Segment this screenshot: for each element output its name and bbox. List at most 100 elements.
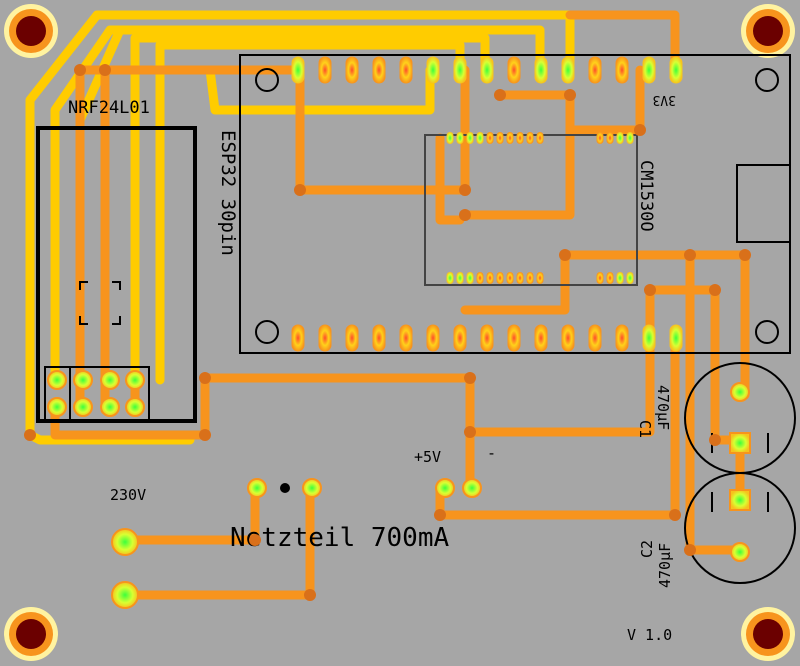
- via: [709, 434, 721, 446]
- mount-hole-top-right: [741, 4, 795, 58]
- chip-bottom-pin-pad: [516, 272, 524, 284]
- via: [669, 509, 681, 521]
- nrf-pin-pad: [125, 370, 145, 390]
- via: [24, 429, 36, 441]
- via: [709, 284, 721, 296]
- via: [684, 249, 696, 261]
- board-version: V 1.0: [627, 626, 672, 644]
- esp-top-pin-pad: [561, 56, 575, 84]
- chip-bottom-pin-pad: [616, 272, 624, 284]
- chip-bottom-pin-pad: [456, 272, 464, 284]
- chip-top-pin-pad: [596, 132, 604, 144]
- via: [199, 372, 211, 384]
- esp-top-pin-pad: [669, 56, 683, 84]
- pads-layer: [24, 56, 751, 609]
- mount-hole-bottom-right: [741, 607, 795, 661]
- cap1-name: C1: [636, 420, 654, 438]
- esp-bottom-pin-pad: [399, 324, 413, 352]
- esp32-module: ESP32 30pin 3V3: [217, 54, 791, 354]
- mounting-holes: [4, 4, 795, 661]
- esp-top-pin-pad: [534, 56, 548, 84]
- chip-bottom-pin-pad: [486, 272, 494, 284]
- chip-top-pin-pad: [496, 132, 504, 144]
- cap2-square-pad: [729, 489, 751, 511]
- cap2-pad: [730, 542, 750, 562]
- via: [559, 249, 571, 261]
- via: [494, 89, 506, 101]
- chip-top-pin-pad: [476, 132, 484, 144]
- chip-bottom-pin-pad: [536, 272, 544, 284]
- esp-top-pin-pad: [345, 56, 359, 84]
- chip-bottom-pin-pad: [466, 272, 474, 284]
- via: [434, 509, 446, 521]
- ac-input-pad: [111, 528, 139, 556]
- esp-bottom-pin-pad: [345, 324, 359, 352]
- esp-bottom-pin-pad: [291, 324, 305, 352]
- esp-bottom-pin-pad: [669, 324, 683, 352]
- driver-chip-label: CM1530O: [636, 160, 656, 232]
- chip-top-pin-pad: [626, 132, 634, 144]
- esp-top-pin-pad: [318, 56, 332, 84]
- chip-top-pin-pad: [456, 132, 464, 144]
- psu-out-plus-pad: [435, 478, 455, 498]
- esp-top-pin-pad: [372, 56, 386, 84]
- esp-top-pin-pad: [507, 56, 521, 84]
- via: [304, 589, 316, 601]
- via: [74, 64, 86, 76]
- esp-bottom-pin-pad: [426, 324, 440, 352]
- cap2-name: C2: [638, 540, 656, 558]
- esp-bottom-pin-pad: [480, 324, 494, 352]
- esp-bottom-pin-pad: [507, 324, 521, 352]
- esp-top-pin-pad: [642, 56, 656, 84]
- esp-bottom-pin-pad: [642, 324, 656, 352]
- via: [459, 184, 471, 196]
- esp-top-pin-pad: [480, 56, 494, 84]
- chip-top-pin-pad: [446, 132, 454, 144]
- psu-out-minus-pad: [462, 478, 482, 498]
- esp-top-pin-pad: [399, 56, 413, 84]
- chip-bottom-pin-pad: [606, 272, 614, 284]
- nrf-pin-pad: [47, 397, 67, 417]
- via: [684, 544, 696, 556]
- via: [249, 534, 261, 546]
- esp-top-pin-pad: [588, 56, 602, 84]
- esp-bottom-pin-pad: [561, 324, 575, 352]
- psu-module-label: Netzteil 700mA: [230, 523, 449, 553]
- mount-hole-top-left: [4, 4, 58, 58]
- via: [464, 372, 476, 384]
- chip-top-pin-pad: [616, 132, 624, 144]
- via: [739, 249, 751, 261]
- input-voltage-label: 230V: [110, 486, 146, 504]
- chip-top-pin-pad: [506, 132, 514, 144]
- capacitor-c2: C2 470µF: [638, 472, 796, 588]
- esp-bottom-pin-pad: [534, 324, 548, 352]
- psu-ac-pad: [302, 478, 322, 498]
- via: [99, 64, 111, 76]
- nrf-pin-pad: [100, 397, 120, 417]
- chip-top-pin-pad: [536, 132, 544, 144]
- via: [459, 209, 471, 221]
- chip-top-pin-pad: [516, 132, 524, 144]
- chip-bottom-pin-pad: [596, 272, 604, 284]
- esp-module-label: ESP32 30pin: [217, 130, 239, 256]
- nrf-pin-pad: [47, 370, 67, 390]
- esp-bottom-pin-pad: [615, 324, 629, 352]
- cap1-square-pad: [729, 432, 751, 454]
- via: [464, 426, 476, 438]
- cap1-value: 470µF: [654, 385, 672, 430]
- via: [564, 89, 576, 101]
- esp-top-pin-pad: [426, 56, 440, 84]
- chip-bottom-pin-pad: [626, 272, 634, 284]
- esp-bottom-pin-pad: [588, 324, 602, 352]
- via: [644, 284, 656, 296]
- chip-bottom-pin-pad: [506, 272, 514, 284]
- chip-bottom-pin-pad: [496, 272, 504, 284]
- esp-bottom-pin-pad: [453, 324, 467, 352]
- cap2-value: 470µF: [656, 543, 674, 588]
- chip-top-pin-pad: [486, 132, 494, 144]
- chip-top-pin-pad: [466, 132, 474, 144]
- esp-top-pin-pad: [453, 56, 467, 84]
- cap1-pad: [730, 382, 750, 402]
- esp-pin-3v3-label: 3V3: [653, 92, 676, 107]
